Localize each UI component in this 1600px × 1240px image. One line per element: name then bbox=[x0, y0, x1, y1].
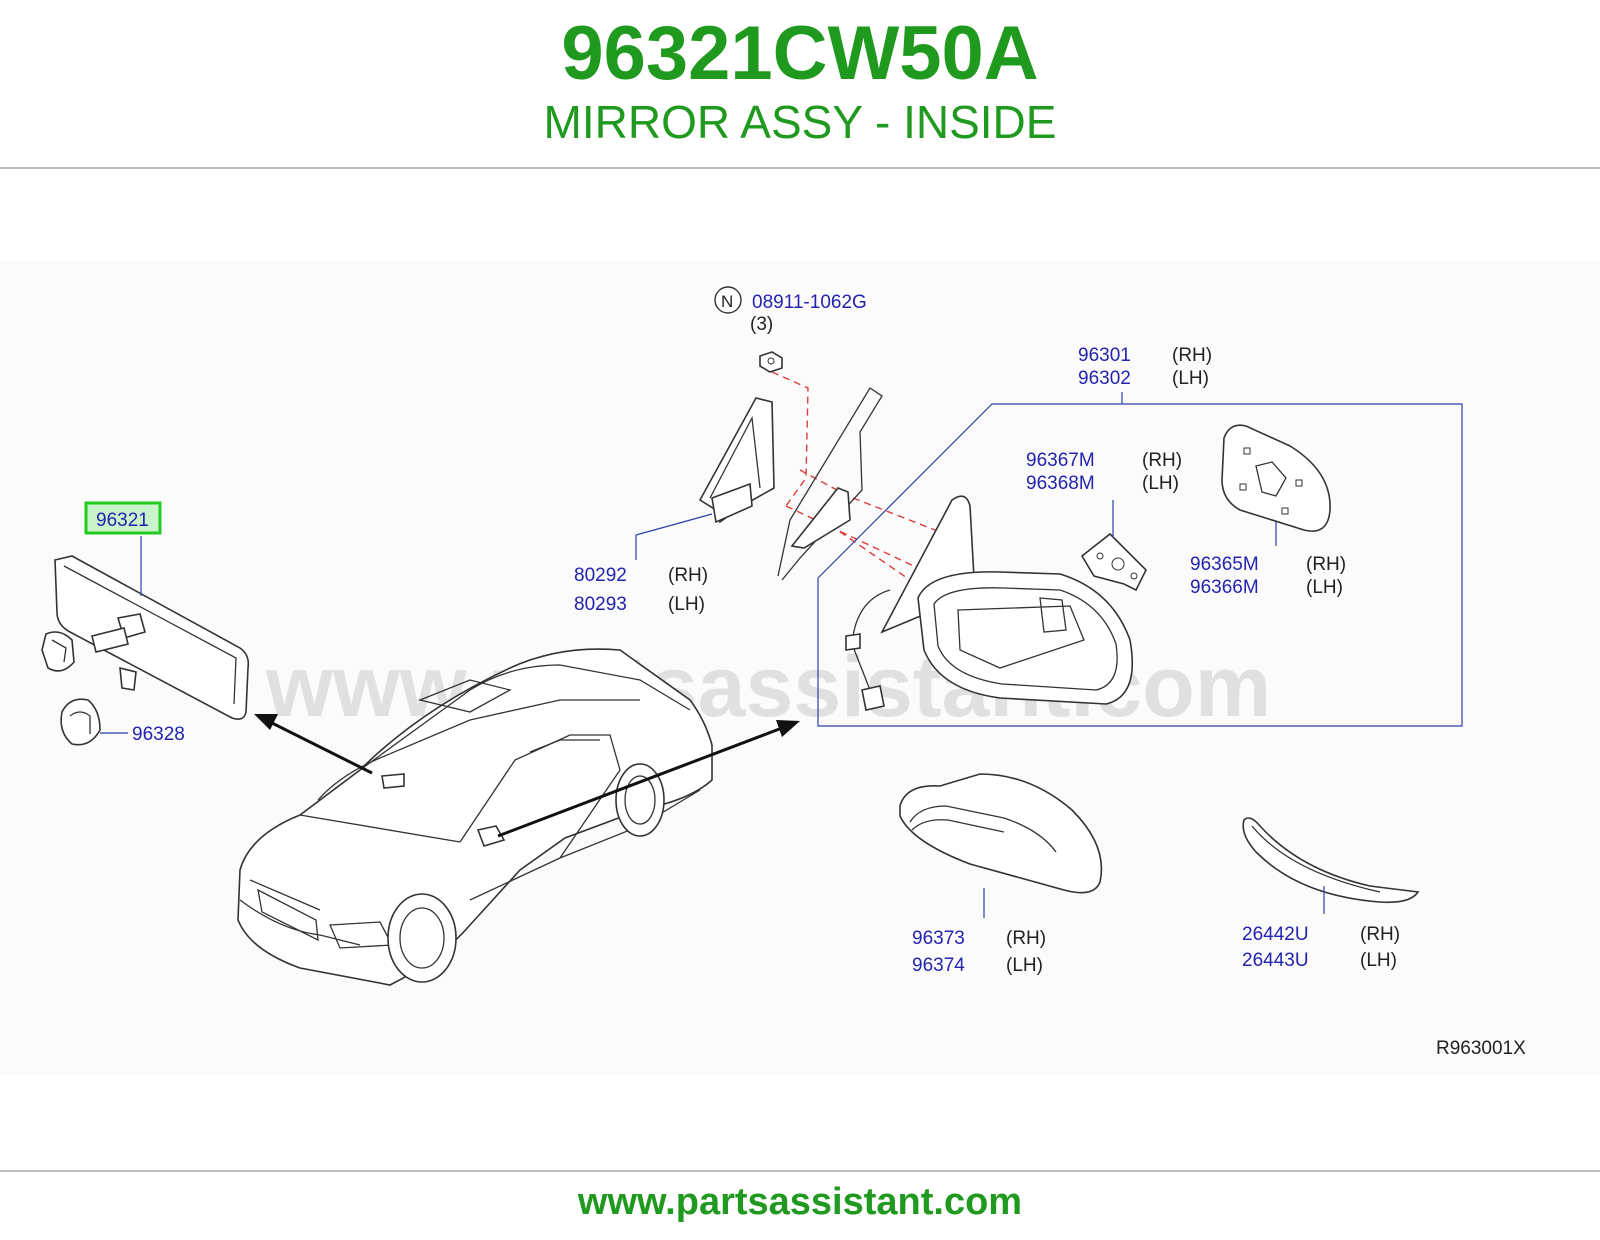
callout-96367M[interactable]: 96367M bbox=[1026, 450, 1095, 471]
corner-finisher-drawing bbox=[698, 397, 775, 524]
part-name-subtitle: MIRROR ASSY - INSIDE bbox=[543, 96, 1057, 148]
side-26443U: (LH) bbox=[1360, 950, 1397, 971]
callout-96328[interactable]: 96328 bbox=[132, 724, 185, 745]
mirror-cover-drawing bbox=[899, 773, 1103, 894]
side-96367M: (RH) bbox=[1142, 450, 1182, 471]
callout-96365M[interactable]: 96365M bbox=[1190, 554, 1259, 575]
header-divider bbox=[0, 167, 1600, 169]
inside-mirror-drawing bbox=[41, 555, 250, 720]
side-96301: (RH) bbox=[1172, 345, 1212, 366]
callout-26443U[interactable]: 26443U bbox=[1242, 950, 1309, 971]
side-96368M: (LH) bbox=[1142, 473, 1179, 494]
nut-symbol-circle bbox=[714, 286, 742, 314]
door-mirror-drawing bbox=[845, 495, 1134, 711]
leader-80292-b bbox=[635, 513, 713, 536]
side-96302: (LH) bbox=[1172, 368, 1209, 389]
callout-96374[interactable]: 96374 bbox=[912, 955, 965, 976]
turn-lamp-drawing bbox=[1242, 817, 1420, 904]
callout-80293[interactable]: 80293 bbox=[574, 594, 627, 615]
callout-26442U[interactable]: 26442U bbox=[1242, 924, 1309, 945]
callout-96302[interactable]: 96302 bbox=[1078, 368, 1131, 389]
callout-96321[interactable]: 96321 bbox=[96, 510, 149, 531]
side-80293: (LH) bbox=[668, 594, 705, 615]
nut-symbol: N bbox=[721, 292, 733, 311]
callout-96366M[interactable]: 96366M bbox=[1190, 577, 1259, 598]
callout-80292[interactable]: 80292 bbox=[574, 565, 627, 586]
door-frame-drawing bbox=[777, 387, 883, 581]
diagram-code: R963001X bbox=[1436, 1038, 1526, 1059]
nut-quantity: (3) bbox=[750, 314, 773, 335]
footer-divider bbox=[0, 1170, 1600, 1172]
pointer-arrows bbox=[254, 714, 800, 838]
side-96365M: (RH) bbox=[1306, 554, 1346, 575]
part-highlight-box bbox=[84, 501, 162, 535]
nut-drawing bbox=[759, 351, 783, 373]
footer-url[interactable]: www.partsassistant.com bbox=[577, 1181, 1023, 1223]
side-26442U: (RH) bbox=[1360, 924, 1400, 945]
vehicle-drawing bbox=[237, 648, 713, 986]
part-number-title: 96321CW50A bbox=[561, 11, 1039, 96]
side-96373: (RH) bbox=[1006, 928, 1046, 949]
callout-96373[interactable]: 96373 bbox=[912, 928, 965, 949]
door-mirror-group-box bbox=[817, 403, 1463, 727]
callout-96301[interactable]: 96301 bbox=[1078, 345, 1131, 366]
side-96374: (LH) bbox=[1006, 955, 1043, 976]
actuator-drawing bbox=[1080, 532, 1147, 592]
callout-08911-1062G[interactable]: 08911-1062G bbox=[752, 292, 867, 313]
callout-96368M[interactable]: 96368M bbox=[1026, 473, 1095, 494]
side-96366M: (LH) bbox=[1306, 577, 1343, 598]
side-80292: (RH) bbox=[668, 565, 708, 586]
inside-mirror-cover-drawing bbox=[60, 698, 101, 746]
mirror-glass-drawing bbox=[1221, 424, 1331, 532]
